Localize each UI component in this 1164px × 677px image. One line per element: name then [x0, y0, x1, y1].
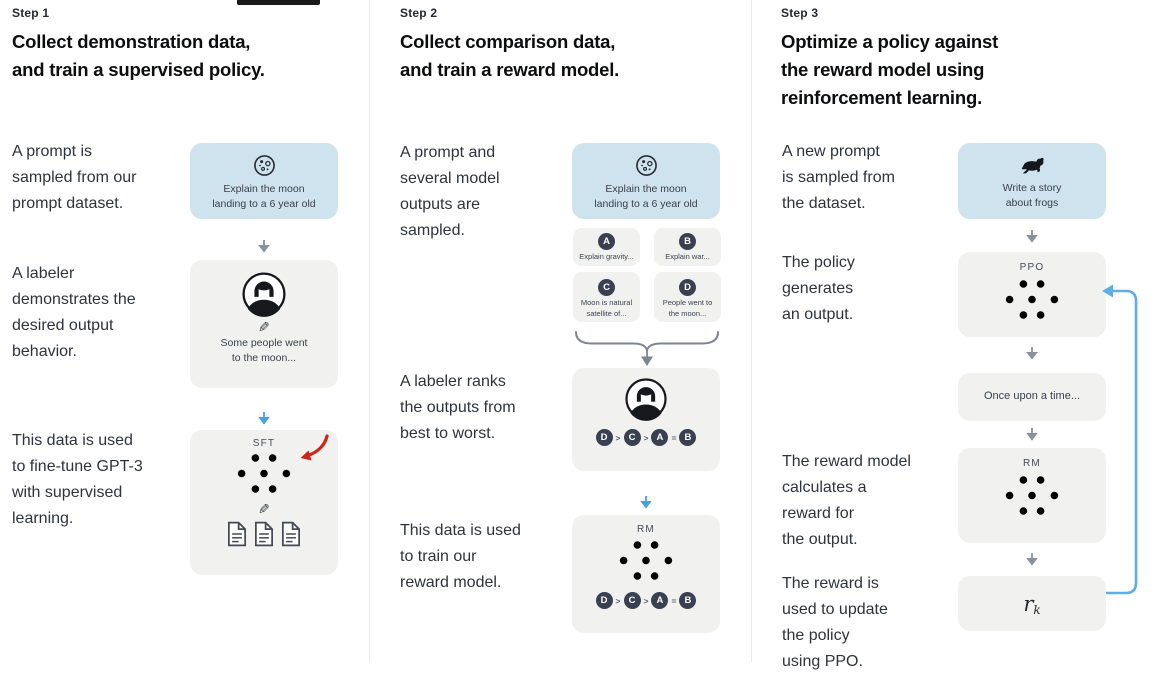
neural-network-icon: [233, 451, 295, 496]
demo-output-text: Some people went to the moon...: [220, 337, 308, 365]
rank-separator: >: [615, 595, 621, 606]
down-arrow-icon: [1026, 347, 1038, 360]
prompt-box: Explain the moon landing to a 6 year old: [572, 143, 720, 219]
neural-network-icon: [1001, 277, 1063, 322]
cropped-ui-fragment: [237, 0, 320, 5]
down-arrow-icon: [1026, 230, 1038, 243]
sft-model-box: SFT ✎: [190, 430, 338, 575]
column-divider: [369, 0, 370, 662]
rank-badge: A: [651, 429, 669, 446]
reward-model-box: RM D > C > A = B: [572, 515, 720, 633]
step2-title: Collect comparison data, and train a rew…: [400, 31, 620, 80]
labeler-demo-box: ✎ Some people went to the moon...: [190, 260, 338, 388]
step1-caption-labeler: A labeler demonstrates the desired outpu…: [12, 265, 136, 360]
step2-caption-rank: A labeler ranks the outputs from best to…: [400, 373, 516, 442]
step2-column: Step 2 Collect comparison data, and trai…: [369, 0, 751, 677]
step3-caption-reward: The reward model calculates a reward for…: [782, 453, 911, 548]
rank-separator: >: [643, 432, 649, 443]
prompt-box-text: Explain the moon landing to a 6 year old: [212, 183, 316, 211]
labeler-avatar-icon: [624, 377, 668, 421]
option-badge: A: [598, 233, 615, 250]
labeler-rank-box: D > C > A = B: [572, 368, 720, 471]
step3-title: Optimize a policy against the reward mod…: [781, 31, 999, 108]
moon-icon: [635, 154, 658, 177]
red-annotation-arrow-icon: [300, 434, 329, 461]
rank-badge: D: [595, 592, 613, 609]
column-divider: [751, 0, 752, 662]
output-option-c: C Moon is natural satellite of...: [573, 272, 640, 322]
option-text: People went to the moon...: [662, 298, 713, 318]
documents-row: [226, 521, 302, 547]
reward-model-box: RM: [958, 448, 1106, 543]
option-badge: B: [679, 233, 696, 250]
merge-brace-arrow-icon: [575, 331, 719, 366]
down-arrow-icon: [258, 240, 270, 253]
rank-separator: >: [643, 595, 649, 606]
pencil-icon: ✎: [258, 319, 270, 335]
step1-caption-finetune: This data is used to fine-tune GPT-3 wit…: [12, 432, 143, 527]
ranking-sequence: D > C > A = B: [595, 592, 697, 609]
frog-icon: [1019, 155, 1045, 174]
prompt-box: Write a story about frogs: [958, 143, 1106, 219]
down-arrow-icon: [640, 496, 652, 509]
document-icon: [280, 521, 302, 547]
prompt-box: Explain the moon landing to a 6 year old: [190, 143, 338, 219]
output-option-d: D People went to the moon...: [654, 272, 721, 322]
labeler-avatar-icon: [241, 271, 287, 317]
rank-badge: A: [651, 592, 669, 609]
down-arrow-icon: [1026, 553, 1038, 566]
output-option-b: B Explain war...: [654, 228, 721, 266]
step3-caption-update: The reward is used to update the policy …: [782, 575, 888, 670]
ppo-policy-box: PPO: [958, 252, 1106, 337]
down-arrow-icon: [258, 412, 270, 425]
step3-caption-prompt: A new prompt is sampled from the dataset…: [782, 143, 895, 212]
policy-output-text: Once upon a time...: [984, 390, 1080, 403]
moon-icon: [253, 154, 276, 177]
step1-column: Step 1 Collect demonstration data, and t…: [0, 0, 369, 677]
rank-badge: B: [679, 429, 697, 446]
rm-label: RM: [1023, 458, 1041, 469]
document-icon: [253, 521, 275, 547]
reward-subscript: k: [1033, 603, 1041, 617]
neural-network-icon: [1001, 473, 1063, 518]
step1-caption-prompt: A prompt is sampled from our prompt data…: [12, 143, 137, 212]
rank-badge: C: [623, 429, 641, 446]
rank-separator: >: [615, 432, 621, 443]
sft-label: SFT: [252, 438, 276, 449]
step1-label: Step 1: [12, 6, 50, 20]
option-text: Explain gravity...: [579, 252, 634, 261]
step3-column: Step 3 Optimize a policy against the rew…: [751, 0, 1164, 677]
ranking-sequence: D > C > A = B: [595, 429, 697, 446]
step2-caption-prompt: A prompt and several model outputs are s…: [400, 144, 500, 239]
rank-separator: =: [671, 595, 677, 606]
down-arrow-icon: [1026, 428, 1038, 441]
rank-separator: =: [671, 432, 677, 443]
rank-badge: B: [679, 592, 697, 609]
option-badge: C: [598, 279, 615, 296]
option-text: Explain war...: [665, 252, 710, 261]
ppo-label: PPO: [1019, 262, 1045, 273]
prompt-box-text: Write a story about frogs: [1002, 182, 1062, 210]
reward-symbol: r: [1023, 591, 1034, 616]
step2-label: Step 2: [400, 6, 438, 20]
rm-label: RM: [637, 524, 655, 535]
step1-title: Collect demonstration data, and train a …: [12, 31, 265, 80]
feedback-loop-arrow: [1102, 284, 1138, 595]
step3-caption-policy: The policy generates an output.: [782, 254, 855, 323]
option-badge: D: [679, 279, 696, 296]
pencil-icon: ✎: [258, 501, 270, 517]
rank-badge: C: [623, 592, 641, 609]
neural-network-icon: [615, 538, 677, 583]
rank-badge: D: [595, 429, 613, 446]
document-icon: [226, 521, 248, 547]
option-text: Moon is natural satellite of...: [580, 298, 633, 318]
prompt-box-text: Explain the moon landing to a 6 year old: [594, 183, 698, 211]
policy-output-box: Once upon a time...: [958, 373, 1106, 421]
step2-caption-train: This data is used to train our reward mo…: [400, 522, 521, 591]
step3-label: Step 3: [781, 6, 819, 20]
output-option-a: A Explain gravity...: [573, 228, 640, 266]
